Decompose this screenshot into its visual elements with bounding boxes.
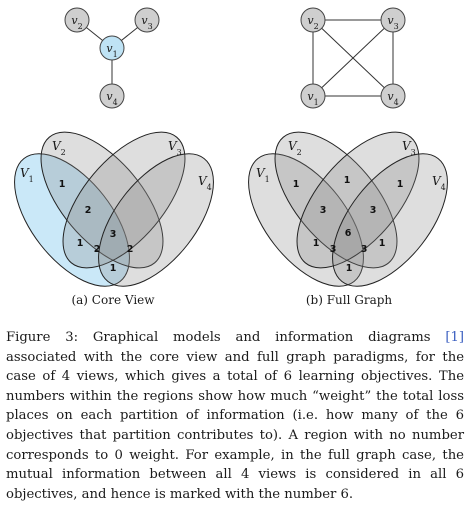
node-label-v4: v4: [106, 90, 117, 107]
caption-label: Figure 3:: [6, 330, 79, 345]
core-view-graph: v2 v3 v1 v4: [64, 7, 160, 109]
weight-v1-v3-v4: 2: [127, 244, 134, 255]
node-label-v3: v3: [387, 14, 398, 31]
caption-text-2: associated with the core view and full g…: [6, 349, 464, 502]
node-v4: [99, 83, 125, 109]
weight-v1-v2-v3: 3: [110, 229, 117, 240]
node-v3: [380, 7, 406, 33]
core-view-venn: V1 V2 V3 V4 1 2 3 1 2 2 1: [14, 131, 214, 287]
node-v2: [300, 7, 326, 33]
node-label-v1: v1: [307, 90, 318, 107]
weight-v3-v4: 1: [397, 179, 404, 190]
weight-v1-v2: 1: [293, 179, 300, 190]
node-label-v3: v3: [141, 14, 152, 31]
weight-v1-v2: 2: [85, 205, 92, 216]
set-V2: [274, 131, 398, 269]
node-label-v4: v4: [387, 90, 398, 107]
edge-v3-v1: [312, 19, 394, 97]
weight-v1-v2-v3: 3: [320, 205, 327, 216]
weight-v2-v3: 1: [344, 175, 351, 186]
set-V2: [40, 131, 164, 269]
subcaption-b: (b) Full Graph: [306, 293, 393, 307]
node-label-v2: v2: [71, 14, 82, 31]
weight-all-four: 6: [345, 228, 352, 239]
citation-link[interactable]: [1]: [445, 330, 464, 345]
full-graph: v2 v3 v1 v4: [300, 7, 406, 109]
node-label-v1: v1: [106, 42, 117, 59]
weight-v1-v4: 1: [77, 238, 84, 249]
weight-v1-v2-v4: 3: [330, 244, 337, 255]
weight-v1-v3-v4: 3: [361, 244, 368, 255]
node-v2: [64, 7, 90, 33]
caption-text-1: Graphical models and information diagram…: [78, 330, 446, 345]
node-v1: [300, 83, 326, 109]
weight-v1-bottom: 1: [110, 263, 117, 274]
weight-v1-v2-v4: 2: [94, 244, 101, 255]
full-graph-venn: V1 V2 V3 V4 1 1 1 3 3 6 1 3 3 1 1: [248, 131, 448, 287]
weight-v1-v4-left: 1: [313, 238, 320, 249]
node-v1-core: [99, 35, 125, 61]
set-V4: [98, 153, 214, 287]
weight-v2-v3-v4: 3: [370, 205, 377, 216]
weight-v1-only: 1: [59, 179, 66, 190]
figure-3: v2 v3 v1 v4 v2 v3 v1 v4 V1 V2 V3 V4 1 2 …: [14, 7, 448, 307]
set-V4: [332, 153, 448, 287]
weight-v1-v4-right: 1: [379, 238, 386, 249]
node-v4: [380, 83, 406, 109]
node-label-v2: v2: [307, 14, 318, 31]
weight-bottom: 1: [346, 263, 353, 274]
figure-caption: Figure 3: Graphical models and informati…: [6, 328, 464, 504]
node-v3: [134, 7, 160, 33]
subcaption-a: (a) Core View: [71, 293, 155, 307]
